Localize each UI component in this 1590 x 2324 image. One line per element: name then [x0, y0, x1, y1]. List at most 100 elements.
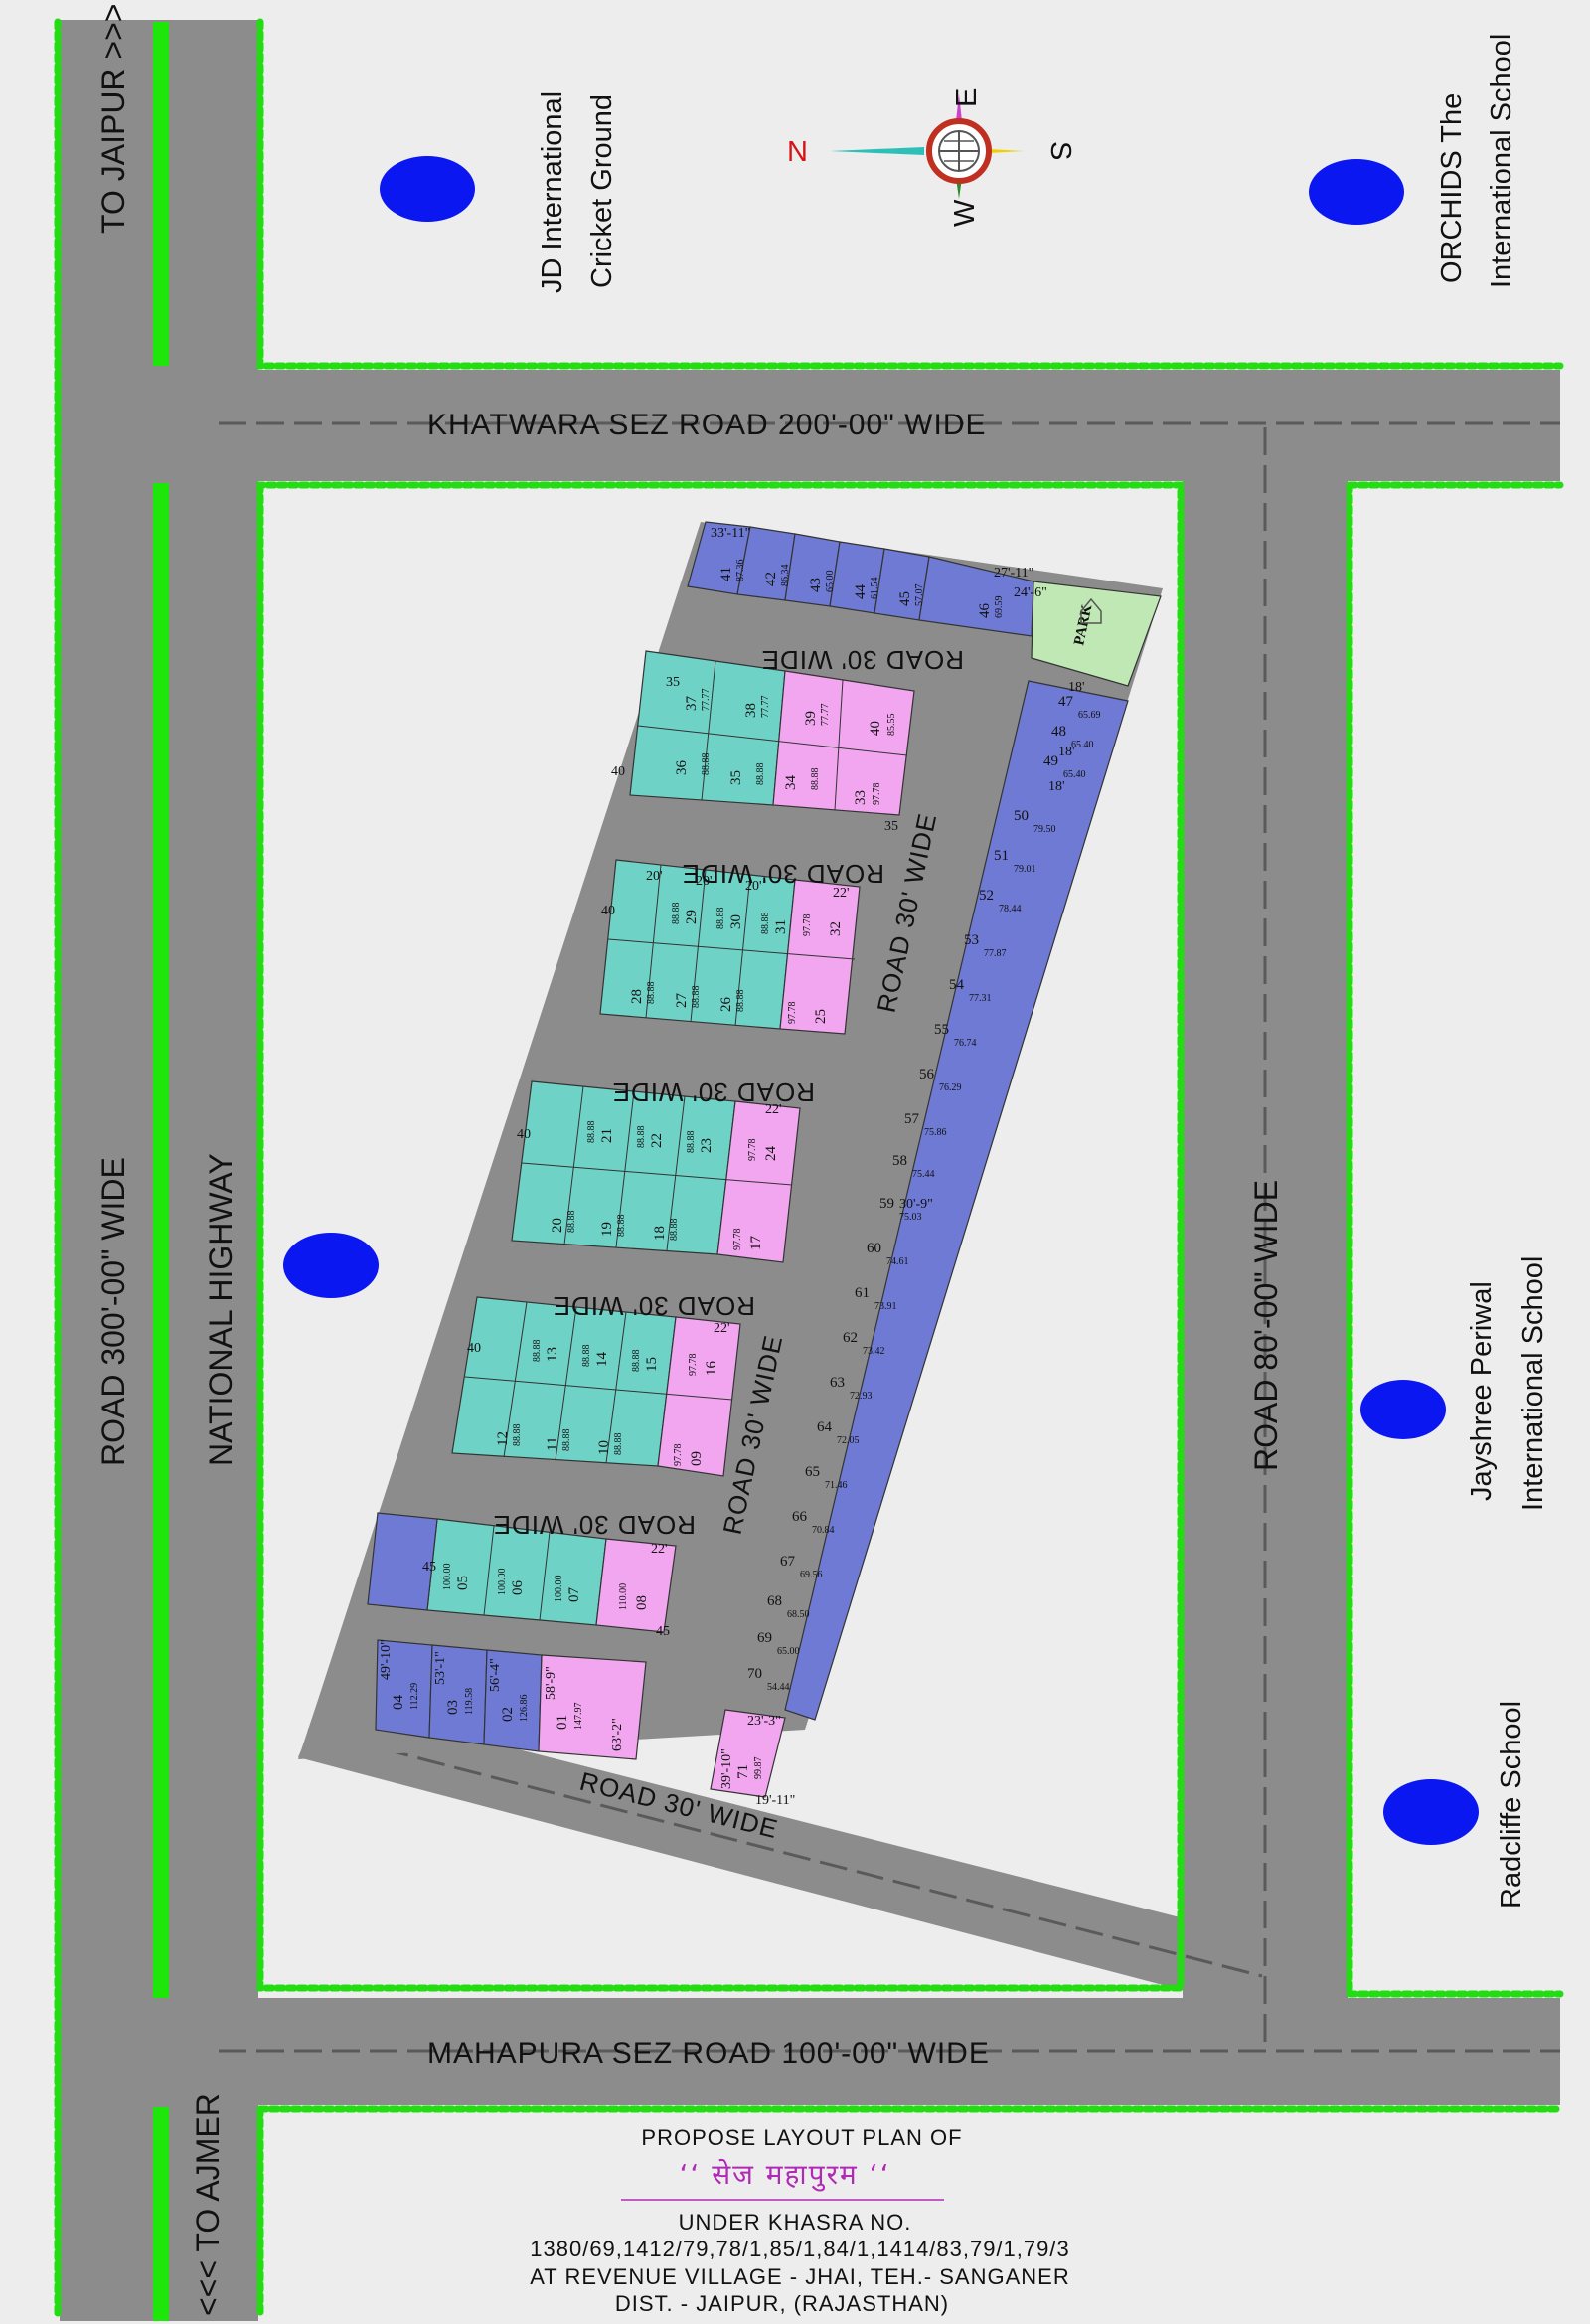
plot-54-label: 54 [949, 977, 965, 993]
plot-15-size: 88.88 [631, 1350, 642, 1373]
plot-33-size: 97.78 [872, 783, 882, 806]
road-30-label-3: ROAD 30' WIDE [612, 1078, 815, 1107]
plot-71-size: 99.87 [753, 1757, 764, 1780]
dim-56: 56'-4" [488, 1658, 503, 1692]
plot-29-label: 29 [684, 910, 700, 924]
plot-36-label: 36 [674, 760, 690, 776]
mahapura-road-label: MAHAPURA SEZ ROAD 100'-00" WIDE [427, 2037, 990, 2070]
plot-18-size: 88.88 [669, 1219, 680, 1242]
plot-43-size: 65.00 [825, 571, 836, 593]
plot-39-label: 39 [803, 711, 819, 726]
plot-57-label: 57 [904, 1111, 920, 1127]
plot-66-size: 70.84 [812, 1525, 835, 1536]
plot-28-label: 28 [629, 989, 645, 1004]
plot-04-label: 04 [391, 1695, 406, 1711]
plot-14-size: 88.88 [581, 1345, 592, 1368]
plot-06-size: 100.00 [497, 1569, 508, 1596]
block-32: 28 27 26 29 30 31 32 25 88.88 88.88 88.8… [599, 859, 861, 1035]
site: PARK 41 42 43 44 45 46 87.36 86.34 65.00… [298, 521, 1163, 1844]
plot-01-size: 147.97 [573, 1703, 584, 1731]
plot-02-size: 126.86 [519, 1695, 530, 1723]
plot-59-size: 75.03 [899, 1212, 922, 1223]
plots-blue-east: 47 48 49 50 51 52 53 54 55 56 57 58 59 6… [747, 680, 1129, 1721]
dimension-labels: 33'-11" 27'-11" 24'-6" 35 35 40 40 40 40… [422, 526, 1085, 1639]
plot-60-size: 74.61 [886, 1256, 909, 1267]
plot-46-size: 69.59 [994, 596, 1005, 619]
radcliffe-school-marker [1383, 1779, 1479, 1845]
plot-34-label: 34 [783, 775, 799, 791]
plot-37-label: 37 [684, 696, 700, 712]
hedges [54, 18, 1564, 2320]
dim-18-b: 18' [1058, 745, 1075, 759]
plot-44-label: 44 [853, 584, 869, 600]
plot-63-label: 63 [830, 1375, 845, 1391]
plot-68-label: 68 [767, 1593, 782, 1609]
plot-68-size: 68.50 [787, 1609, 810, 1620]
plot-38-label: 38 [743, 703, 759, 718]
plot-67-label: 67 [780, 1554, 796, 1570]
plot-51-label: 51 [994, 848, 1009, 864]
plot-13-size: 88.88 [532, 1340, 543, 1363]
compass-e: E [951, 88, 983, 107]
plot-09-label: 09 [689, 1451, 705, 1466]
plot-48-size: 65.40 [1071, 740, 1094, 750]
plot-69-size: 65.00 [777, 1646, 800, 1657]
dim-22-b: 22' [765, 1102, 782, 1117]
highway-marker [283, 1233, 379, 1298]
compass-w: W [949, 199, 981, 227]
plot-23-label: 23 [699, 1138, 715, 1153]
plot-15-label: 15 [644, 1357, 660, 1372]
plot-55-size: 76.74 [954, 1038, 977, 1049]
plot-39-size: 77.77 [820, 704, 831, 727]
jayshree-line2: International School [1517, 1256, 1549, 1511]
dim-58: 58'-9" [544, 1666, 558, 1700]
plot-61-size: 73.91 [874, 1301, 897, 1312]
plot-03-size: 119.58 [464, 1688, 475, 1715]
temple-icon [1080, 597, 1102, 624]
plot-45-size: 57.07 [914, 584, 925, 607]
block-08 [595, 1538, 677, 1633]
block-40: 36 35 34 37 38 39 40 33 85.55 97.78 88.8… [629, 650, 915, 816]
plot-30-label: 30 [728, 914, 744, 929]
jd-line1: JD International [537, 91, 568, 293]
plot-23-size: 88.88 [686, 1131, 697, 1154]
plot-12-size: 88.88 [512, 1424, 523, 1447]
plot-16-size: 97.78 [688, 1354, 699, 1377]
plot-50-size: 79.50 [1034, 824, 1056, 835]
road-30-label-1: ROAD 30' WIDE [761, 645, 964, 675]
plot-26-size: 88.88 [735, 990, 746, 1013]
plot-32-label: 32 [828, 921, 844, 936]
plot-18-label: 18 [652, 1226, 668, 1241]
plot-47-size: 65.69 [1078, 710, 1101, 721]
compass: N E S W [787, 88, 1076, 227]
plot-22-size: 88.88 [636, 1126, 647, 1149]
dim-40-c: 40 [517, 1127, 531, 1142]
plot-17-size: 97.78 [732, 1229, 743, 1251]
compass-s: S [1044, 141, 1076, 160]
plot-49-size: 65.40 [1063, 769, 1086, 780]
title-block: PROPOSE LAYOUT PLAN OF ‘‘ सेज महापुरम ‘‘… [530, 2125, 1069, 2316]
jayshree-school-marker [1360, 1380, 1446, 1439]
hedge-north-west-block [256, 18, 1564, 370]
title-line4: 1380/69,1412/79,78/1,85/1,84/1,1414/83,7… [530, 2237, 1069, 2261]
plot-37-size: 77.77 [701, 689, 712, 712]
plot-06-label: 06 [510, 1580, 526, 1596]
plot-47-label: 47 [1058, 694, 1074, 710]
block-01-04: 04 03 02 01 112.29 119.58 126.86 147.97 … [375, 1639, 647, 1760]
plot-21-size: 88.88 [586, 1121, 597, 1144]
to-jaipur-label: TO JAIPUR >>> [95, 4, 131, 235]
diagonal-road-30 [298, 1700, 1262, 2010]
plot-35-label: 35 [728, 770, 744, 785]
dim-22-c: 22' [714, 1321, 730, 1336]
dim-23: 23'-3" [747, 1714, 781, 1729]
dim-35-top: 35 [666, 675, 680, 690]
plot-71 [710, 1709, 786, 1798]
dim-40-b: 40 [601, 904, 615, 918]
orchids-line1: ORCHIDS The [1436, 93, 1468, 283]
hedge-road80-east [1346, 481, 1564, 1998]
orchids-line2: International School [1486, 34, 1517, 288]
plot-69-label: 69 [757, 1630, 772, 1646]
plot-58-label: 58 [892, 1153, 907, 1169]
dim-40-d: 40 [467, 1341, 481, 1356]
